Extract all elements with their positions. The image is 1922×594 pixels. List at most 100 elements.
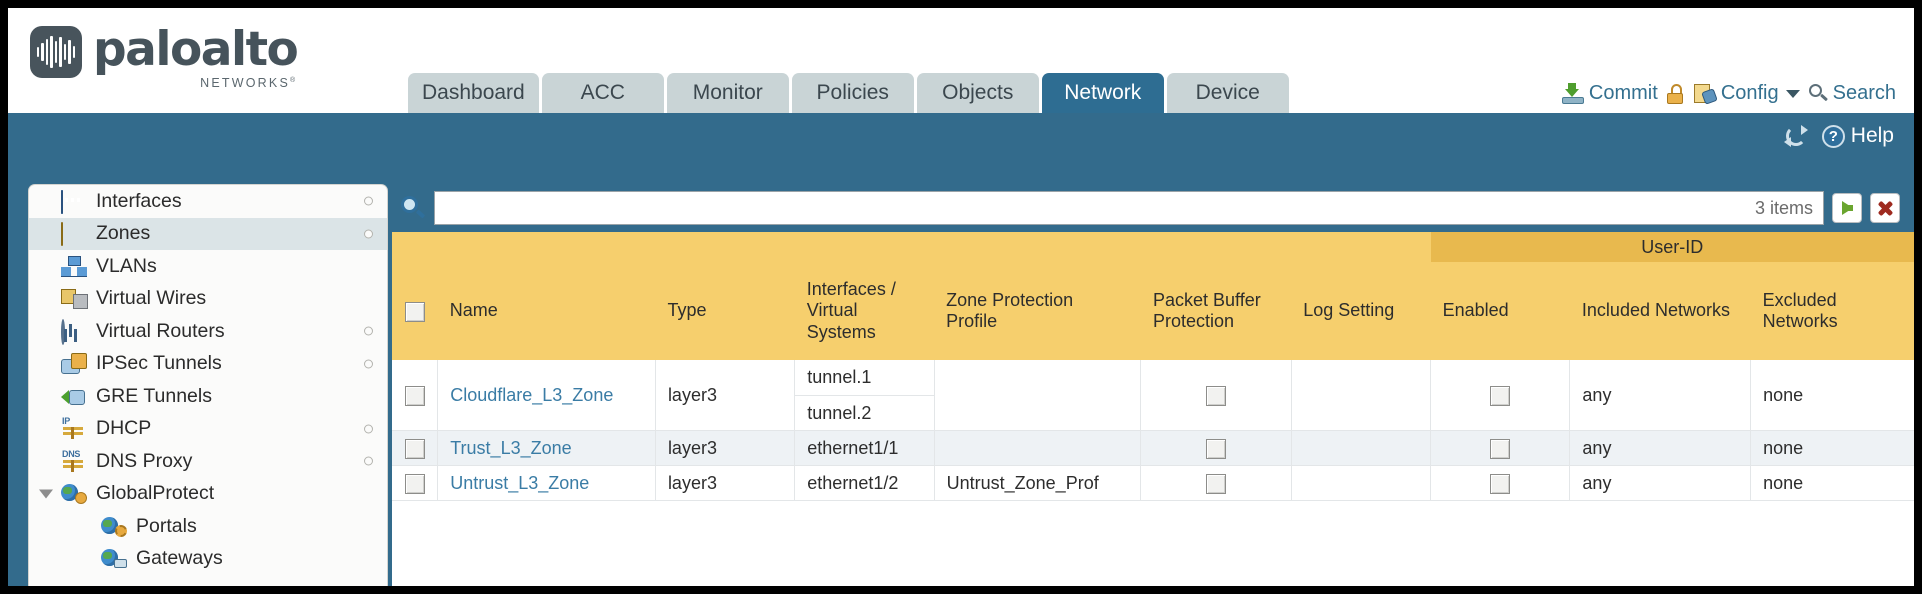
cell-excluded-networks: none (1750, 465, 1914, 501)
top-header: paloalto NETWORKS® Dashboard ACC Monitor… (8, 8, 1914, 113)
sidebar-item-interfaces[interactable]: Interfaces (29, 185, 387, 218)
globalprotect-icon (61, 483, 87, 505)
column-header-enabled[interactable]: Enabled (1430, 262, 1570, 360)
green-arrow-icon (1841, 201, 1853, 215)
column-header-included-networks[interactable]: Included Networks (1569, 262, 1751, 360)
enabled-checkbox[interactable] (1490, 385, 1511, 406)
unlocked-padlock-icon[interactable] (1666, 83, 1685, 104)
row-checkbox[interactable] (404, 473, 425, 494)
cell-packet-buffer (1140, 430, 1292, 466)
sidebar-item-gre-tunnels[interactable]: GRE Tunnels (29, 380, 387, 413)
sub-toolbar: ? Help (8, 113, 1914, 168)
column-header-excluded-networks[interactable]: Excluded Networks (1750, 262, 1914, 360)
tab-network[interactable]: Network (1041, 73, 1164, 113)
tab-acc[interactable]: ACC (541, 73, 664, 113)
interface-entry: tunnel.1 (807, 367, 872, 387)
select-all-checkbox[interactable] (404, 301, 425, 322)
brand-logo: paloalto NETWORKS® (30, 22, 299, 90)
table-row[interactable]: Cloudflare_L3_Zone layer3 tunnel.1 tunne… (392, 360, 1914, 431)
search-icon (1808, 84, 1828, 103)
search-button[interactable]: Search (1808, 82, 1896, 105)
row-checkbox[interactable] (404, 438, 425, 459)
zones-table-container: User-ID Name Type Interfaces / Virtual S… (392, 232, 1914, 586)
question-circle-icon: ? (1821, 124, 1845, 148)
help-label: Help (1850, 124, 1894, 147)
cell-log-setting (1290, 360, 1431, 431)
brand-tagline: NETWORKS® (200, 76, 298, 90)
group-header-blank (392, 232, 1431, 262)
table-row[interactable]: Trust_L3_Zone layer3 ethernet1/1 any non… (392, 430, 1914, 466)
search-input[interactable]: 3 items (434, 191, 1824, 225)
expand-triangle-icon[interactable] (39, 489, 53, 499)
select-all-header (392, 262, 438, 360)
vlans-icon (61, 255, 87, 277)
row-checkbox[interactable] (404, 385, 425, 406)
packet-buffer-checkbox[interactable] (1206, 385, 1227, 406)
zone-name-link[interactable]: Untrust_L3_Zone (450, 472, 590, 493)
search-label: Search (1832, 82, 1896, 104)
column-header-name[interactable]: Name (437, 262, 656, 360)
sidebar-item-vlans[interactable]: VLANs (29, 250, 387, 283)
cell-excluded-networks: none (1750, 430, 1914, 466)
column-header-log-setting[interactable]: Log Setting (1291, 262, 1431, 360)
cell-interfaces: ethernet1/2 (794, 465, 935, 501)
cell-name: Cloudflare_L3_Zone (437, 360, 656, 431)
cell-zone-protection (933, 430, 1141, 466)
apply-filter-button[interactable] (1832, 193, 1862, 223)
cell-packet-buffer (1140, 465, 1292, 501)
search-filter-bar: 3 items (392, 184, 1914, 232)
tab-device[interactable]: Device (1166, 73, 1289, 113)
sidebar-item-gateways[interactable]: Gateways (29, 543, 387, 576)
virtual-routers-icon (61, 318, 87, 345)
sidebar-item-dhcp[interactable]: IP DHCP (29, 413, 387, 446)
commit-label: Commit (1588, 82, 1658, 104)
cell-type: layer3 (654, 430, 795, 466)
commit-button[interactable]: Commit (1561, 82, 1658, 105)
interface-entry: tunnel.2 (795, 395, 934, 430)
cell-included-networks: any (1569, 465, 1751, 501)
tab-dashboard[interactable]: Dashboard (408, 73, 539, 113)
packet-buffer-checkbox[interactable] (1206, 473, 1227, 494)
cell-interfaces: tunnel.1 tunnel.2 (794, 360, 935, 431)
zone-name-link[interactable]: Trust_L3_Zone (450, 437, 572, 458)
interfaces-icon (61, 189, 87, 214)
sidebar-item-virtual-routers[interactable]: Virtual Routers (29, 315, 387, 348)
sidebar-item-label: Portals (136, 514, 197, 537)
zone-name-link[interactable]: Cloudflare_L3_Zone (450, 384, 614, 405)
tab-objects[interactable]: Objects (916, 73, 1039, 113)
table-row[interactable]: Untrust_L3_Zone layer3 ethernet1/2 Untru… (392, 465, 1914, 501)
table-header-row: Name Type Interfaces / Virtual Systems Z… (392, 262, 1914, 360)
cell-enabled (1430, 465, 1570, 501)
clear-filter-button[interactable] (1870, 193, 1900, 223)
column-header-packet-buffer[interactable]: Packet Buffer Protection (1140, 262, 1292, 360)
sidebar-item-portals[interactable]: Portals (29, 510, 387, 543)
sidebar-item-dns-proxy[interactable]: DNS DNS Proxy (29, 445, 387, 478)
sidebar-item-zones[interactable]: Zones (29, 217, 387, 250)
packet-buffer-checkbox[interactable] (1206, 438, 1227, 459)
sidebar-item-label: IPSec Tunnels (96, 352, 222, 375)
column-header-interfaces[interactable]: Interfaces / Virtual Systems (794, 262, 935, 360)
column-header-type[interactable]: Type (655, 262, 795, 360)
logo-waveform (37, 35, 75, 69)
chevron-down-icon (1785, 89, 1800, 98)
item-count-label: 3 items (1754, 197, 1813, 218)
config-menu[interactable]: Config (1693, 82, 1800, 105)
tab-policies[interactable]: Policies (791, 73, 914, 113)
help-button[interactable]: ? Help (1821, 124, 1894, 148)
tab-monitor[interactable]: Monitor (666, 73, 789, 113)
status-dot (364, 196, 373, 206)
search-icon[interactable] (400, 195, 426, 221)
column-header-zone-protection[interactable]: Zone Protection Profile (934, 262, 1141, 360)
sidebar-item-ipsec-tunnels[interactable]: IPSec Tunnels (29, 348, 387, 381)
cell-packet-buffer (1140, 360, 1292, 431)
sidebar-item-virtual-wires[interactable]: Virtual Wires (29, 283, 387, 316)
enabled-checkbox[interactable] (1490, 438, 1511, 459)
config-icon (1693, 83, 1718, 105)
sidebar-item-globalprotect[interactable]: GlobalProtect (29, 478, 387, 511)
brand-name: paloalto (93, 22, 299, 77)
enabled-checkbox[interactable] (1490, 473, 1511, 494)
cell-interfaces: ethernet1/1 (794, 430, 935, 466)
dhcp-icon: IP (61, 416, 87, 440)
config-label: Config (1720, 82, 1779, 104)
refresh-icon[interactable] (1783, 124, 1808, 148)
